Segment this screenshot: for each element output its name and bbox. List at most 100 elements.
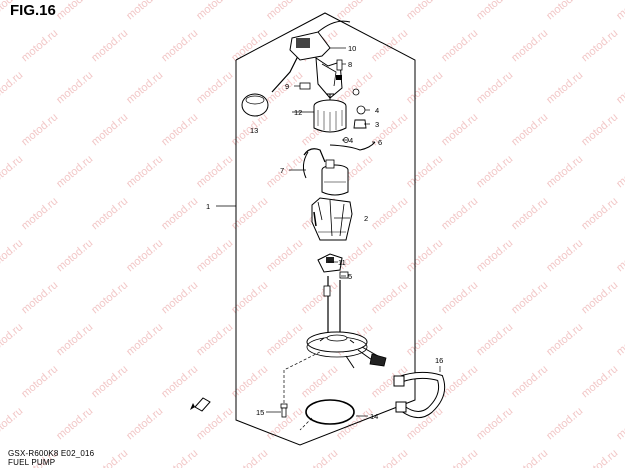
watermark-text: motod.ru — [579, 195, 620, 232]
watermark-text: motod.ru — [0, 237, 25, 274]
watermark-text: motod.ru — [614, 237, 625, 274]
watermark-text: motod.ru — [474, 237, 515, 274]
watermark-text: motod.ru — [194, 405, 235, 442]
watermark-text: motod.ru — [544, 69, 585, 106]
watermark-text: motod.ru — [509, 195, 550, 232]
base-plate-assembly — [306, 276, 387, 369]
watermark-text: motod.ru — [124, 321, 165, 358]
watermark-text: motod.ru — [124, 153, 165, 190]
callout-8: 8 — [348, 60, 352, 69]
watermark-text: motod.ru — [579, 447, 620, 468]
watermark-text: motod.ru — [89, 363, 130, 400]
callout-11: 11 — [338, 258, 346, 267]
watermark-text: motod.ru — [334, 0, 375, 22]
pump-holder — [311, 197, 353, 241]
mounting-bolt — [280, 403, 288, 418]
watermark-text: motod.ru — [439, 195, 480, 232]
watermark-text: motod.ru — [264, 237, 305, 274]
watermark-text: motod.ru — [509, 447, 550, 468]
pressure-regulator — [317, 253, 349, 279]
watermark-text: motod.ru — [474, 321, 515, 358]
figure-title: FIG.16 — [10, 2, 56, 19]
watermark-text: motod.ru — [474, 153, 515, 190]
small-fittings — [343, 88, 367, 143]
watermark-text: motod.ru — [544, 321, 585, 358]
watermark-text: motod.ru — [439, 363, 480, 400]
watermark-text: motod.ru — [614, 153, 625, 190]
front-arrow-icon — [190, 397, 211, 412]
watermark-text: motod.ru — [19, 111, 60, 148]
watermark-text: motod.ru — [404, 153, 445, 190]
watermark-text: motod.ru — [89, 27, 130, 64]
figure-name: FUEL PUMP — [8, 458, 56, 467]
watermark-text: motod.ru — [404, 321, 445, 358]
watermark-text: motod.ru — [159, 27, 200, 64]
watermark-text: motod.ru — [544, 0, 585, 22]
watermark-text: motod.ru — [544, 405, 585, 442]
assembly-boundary — [235, 12, 416, 446]
fuel-hose — [393, 371, 446, 418]
watermark-text: motod.ru — [509, 363, 550, 400]
watermark-text: motod.ru — [19, 27, 60, 64]
callout-1: 1 — [206, 202, 210, 211]
watermark-text: motod.ru — [404, 69, 445, 106]
watermark-text: motod.ru — [124, 69, 165, 106]
watermark-text: motod.ru — [579, 363, 620, 400]
watermark-text: motod.ru — [0, 0, 25, 22]
watermark-text: motod.ru — [229, 195, 270, 232]
watermark-text: motod.ru — [229, 279, 270, 316]
callout-4a: 4 — [375, 106, 379, 115]
watermark-text: motod.ru — [229, 447, 270, 468]
watermark-text: motod.ru — [229, 363, 270, 400]
watermark-text: motod.ru — [544, 237, 585, 274]
callout-12: 12 — [294, 108, 302, 117]
watermark-text: motod.ru — [159, 363, 200, 400]
watermark-text: motod.ru — [614, 0, 625, 22]
fuel-filter — [313, 93, 347, 133]
watermark-text: motod.ru — [369, 27, 410, 64]
watermark-text: motod.ru — [159, 279, 200, 316]
watermark-text: motod.ru — [194, 321, 235, 358]
watermark-text: motod.ru — [89, 447, 130, 468]
leader-lines — [216, 47, 441, 417]
wiring-lead — [329, 141, 376, 151]
watermark-text: motod.ru — [474, 69, 515, 106]
watermark-text: motod.ru — [509, 111, 550, 148]
callout-15: 15 — [256, 408, 264, 417]
watermark-text: motod.ru — [474, 405, 515, 442]
watermark-text: motod.ru — [0, 405, 25, 442]
watermark-text: motod.ru — [544, 153, 585, 190]
watermark-text: motod.ru — [404, 237, 445, 274]
watermark-text: motod.ru — [369, 195, 410, 232]
callout-16: 16 — [435, 356, 443, 365]
fuel-pump-motor — [302, 148, 349, 196]
watermark-text: motod.ru — [299, 279, 340, 316]
watermark-text: motod.ru — [509, 279, 550, 316]
watermark-text: motod.ru — [509, 27, 550, 64]
watermark-text: motod.ru — [614, 69, 625, 106]
watermark-text: motod.ru — [124, 237, 165, 274]
watermark-text: motod.ru — [124, 405, 165, 442]
fuel-level-sender — [241, 51, 301, 117]
watermark-text: motod.ru — [19, 195, 60, 232]
watermark-text: motod.ru — [54, 405, 95, 442]
callout-14: 14 — [370, 412, 378, 421]
watermark-text: motod.ru — [194, 69, 235, 106]
watermark-text: motod.ru — [89, 195, 130, 232]
callout-labels: 1 2 3 4 4 5 6 7 8 9 10 11 12 13 14 15 16 — [206, 44, 443, 421]
watermark-text: motod.ru — [54, 153, 95, 190]
watermark-text: motod.ru — [439, 111, 480, 148]
watermark-text: motod.ru — [369, 279, 410, 316]
watermark-text: motod.ru — [0, 153, 25, 190]
sender-bracket — [289, 20, 351, 99]
watermark-text: motod.ru — [369, 111, 410, 148]
callout-7: 7 — [280, 166, 284, 175]
watermark-text: motod.ru — [474, 0, 515, 22]
watermark-text: motod.ru — [194, 153, 235, 190]
watermark-text: motod.ru — [89, 111, 130, 148]
watermark-text: motod.ru — [54, 237, 95, 274]
watermark-text: motod.ru — [0, 321, 25, 358]
callout-10: 10 — [348, 44, 356, 53]
